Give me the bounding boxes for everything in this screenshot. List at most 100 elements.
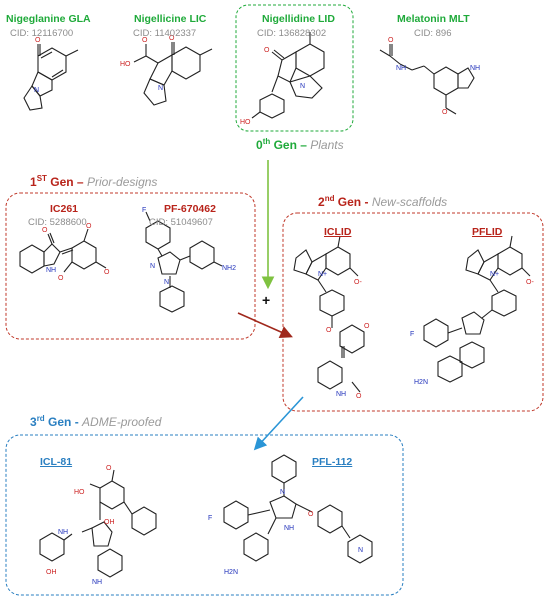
compound-name-mlt: Melatonin MLT <box>397 14 470 25</box>
gen-number: 3 <box>30 415 37 429</box>
atom-label: OH <box>46 569 57 576</box>
structure-pflid <box>423 235 531 383</box>
atom-label: N <box>280 489 285 496</box>
gen-word: Gen - <box>44 415 83 429</box>
plus-sign: + <box>262 292 271 308</box>
structure-melatonin <box>379 44 475 115</box>
atom-label: F <box>208 515 212 522</box>
atom-label: NH <box>336 391 346 398</box>
gen-ordinal: th <box>262 137 271 146</box>
atom-label: NH <box>470 65 480 72</box>
gen-subtitle: New-scaffolds <box>371 195 448 209</box>
compound-name-text: Nigeglanine <box>6 13 66 25</box>
structure-nigeglanine <box>23 44 79 111</box>
atom-label: N <box>150 263 155 270</box>
compound-cid-pf670462: CID: 51049607 <box>149 217 213 228</box>
atom-label: O- <box>526 279 534 286</box>
atom-label: N <box>34 87 39 94</box>
atom-label: NH <box>92 579 102 586</box>
atom-label: O <box>442 109 448 116</box>
atom-label: O <box>169 35 175 42</box>
atom-label: F <box>410 331 414 338</box>
atom-label: H2N <box>414 379 428 386</box>
gen-ordinal: rd <box>36 414 45 423</box>
structure-icl81 <box>39 469 157 578</box>
gen-subtitle: Prior-designs <box>86 175 158 189</box>
atom-label: OH <box>104 519 115 526</box>
atom-label: HO <box>120 61 131 68</box>
gen2-frame <box>282 212 544 412</box>
atom-label: N <box>358 547 363 554</box>
gen-word: Gen - <box>334 195 372 209</box>
gen-subtitle: ADME-proofed <box>82 415 162 429</box>
gen-number: 2 <box>318 195 325 209</box>
compound-name-ic261: IC261 <box>50 203 79 215</box>
compound-name-pfl112: PFL-112 <box>312 456 353 468</box>
compound-name-gla: Nigeglanine GLA <box>6 14 91 25</box>
gen-number: 0 <box>256 138 263 152</box>
gen-ordinal: ST <box>36 174 47 183</box>
atom-label: N+ <box>318 271 327 278</box>
atom-label: NH <box>46 267 56 274</box>
atom-label: H2N <box>224 569 238 576</box>
gen1-frame <box>5 192 256 340</box>
structure-nigellidine <box>251 32 325 119</box>
gen0-frame <box>235 4 354 132</box>
atom-label: O <box>308 511 314 518</box>
gen2-title: 2nd Gen - New-scaffolds <box>318 194 448 209</box>
arrow-gen2-to-gen3 <box>253 396 304 451</box>
compound-cid-lic: CID: 11402337 <box>133 28 197 39</box>
gen-word: Gen – <box>270 138 311 152</box>
atom-label: HO <box>240 119 251 126</box>
compound-cid-gla: CID: 12116700 <box>10 28 74 39</box>
atom-label: NH <box>58 529 68 536</box>
gen3-frame <box>5 434 404 596</box>
atom-label: O <box>35 37 41 44</box>
atom-label: N <box>164 279 169 286</box>
compound-code: LIC <box>189 13 207 25</box>
atom-label: O <box>58 275 64 282</box>
structure-ic261 <box>19 228 107 274</box>
gen3-title: 3rd Gen - ADME-proofed <box>30 414 162 429</box>
atom-label: O- <box>354 279 362 286</box>
compound-name-pflid: PFLID <box>472 226 503 238</box>
atom-label: O <box>356 393 362 400</box>
compound-cid-mlt: CID: 896 <box>414 28 452 39</box>
gen-ordinal: nd <box>324 194 335 203</box>
structure-pfl112 <box>223 454 373 564</box>
compound-code: LID <box>318 13 335 25</box>
atom-label: O <box>326 327 332 334</box>
compound-name-pf670462: PF-670462 <box>164 203 216 215</box>
gen0-title: 0th Gen – Plants <box>256 137 344 152</box>
arrow-gen1-to-gen2 <box>237 312 293 338</box>
compound-name-text: Nigellidine <box>262 13 316 25</box>
structure-pf670462 <box>145 211 223 313</box>
atom-label: NH <box>284 525 294 532</box>
atom-label: O <box>142 37 148 44</box>
atom-label: NH2 <box>222 265 236 272</box>
compound-name-text: Nigellicine <box>134 13 187 25</box>
atom-label: O <box>104 269 110 276</box>
atom-label: N <box>300 83 305 90</box>
compound-name-icl81: ICL-81 <box>40 456 73 468</box>
atom-label: O <box>42 227 48 234</box>
gen-number: 1 <box>30 175 37 189</box>
atom-label: O <box>388 37 394 44</box>
atom-label: O <box>106 465 112 472</box>
compound-name-lic: Nigellicine LIC <box>134 14 206 25</box>
compound-name-text: Melatonin <box>397 13 446 25</box>
atom-label: N <box>158 85 163 92</box>
structure-nigellicine <box>133 42 213 106</box>
compound-cid-ic261: CID: 5288600 <box>28 217 87 228</box>
gen-subtitle: Plants <box>310 138 344 152</box>
atom-label: F <box>142 207 146 214</box>
compound-name-lid: Nigellidine LID <box>262 14 335 25</box>
atom-label: NH <box>396 65 406 72</box>
compound-name-iclid: ICLID <box>324 226 352 238</box>
compound-cid-lid: CID: 136828302 <box>257 28 327 39</box>
compound-code: GLA <box>68 13 91 25</box>
atom-label: N+ <box>490 271 499 278</box>
compound-code: MLT <box>448 13 470 25</box>
